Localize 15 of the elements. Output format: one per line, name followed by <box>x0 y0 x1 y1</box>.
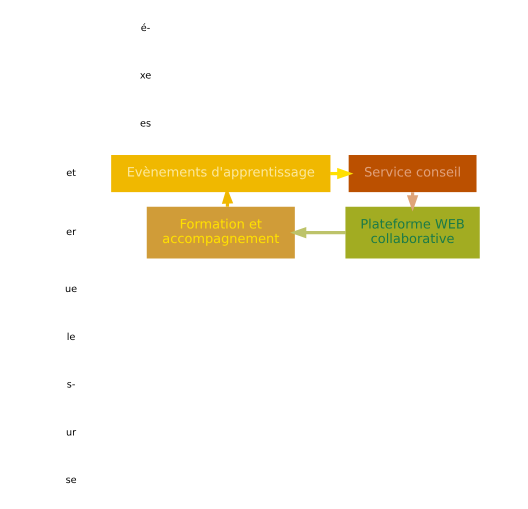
node-box: Service conseil <box>348 154 476 192</box>
node-box: Plateforme WEB collaborative <box>344 206 480 259</box>
label: xe <box>139 70 151 82</box>
label: es <box>140 118 151 130</box>
arrow <box>290 226 345 238</box>
label: se <box>65 475 76 486</box>
label: é- <box>140 22 150 34</box>
label: et <box>66 168 76 180</box>
node-box: Evènements d'apprentissage <box>110 154 330 192</box>
label: le <box>66 332 75 343</box>
label: s- <box>66 380 75 391</box>
node-box: Formation et accompagnement <box>146 206 294 259</box>
label: ue <box>64 284 77 296</box>
label: ur <box>66 427 76 438</box>
label: er <box>66 227 76 238</box>
